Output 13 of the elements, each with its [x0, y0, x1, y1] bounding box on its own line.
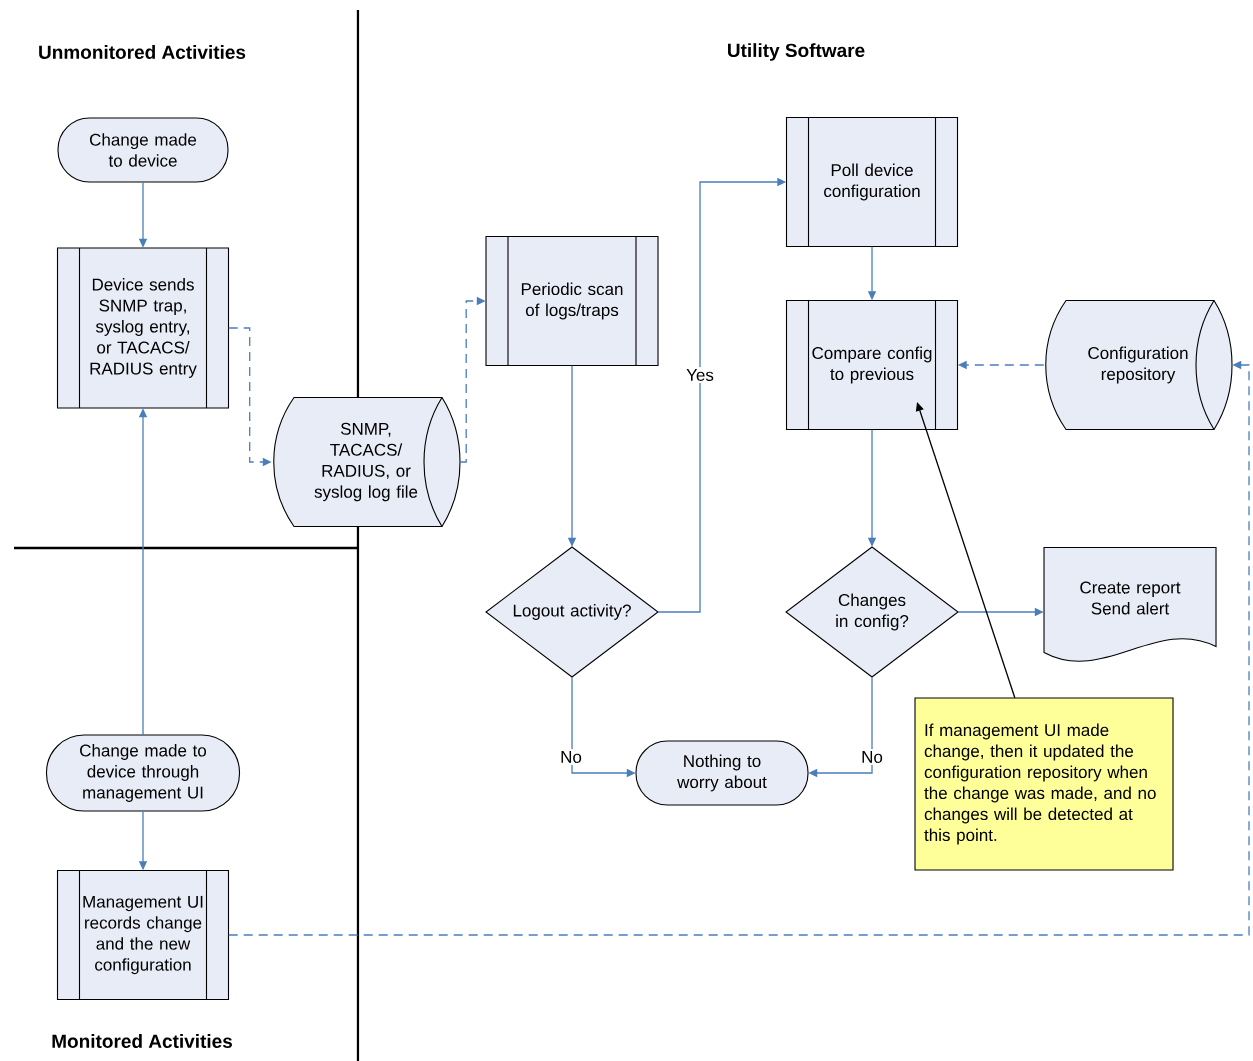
leader-line [915, 402, 1016, 699]
edge-label: No [859, 749, 885, 765]
edge-label: Yes [684, 367, 716, 383]
lane-heading: Monitored Activities [52, 1034, 232, 1048]
process-box: Device sends SNMP trap, syslog entry, or TACACS/ RADIUS entry [56, 247, 230, 409]
note-box: If management UI made change, then it updated the configuration repository when the change was made, and no changes will be detected at this point. [914, 697, 1174, 871]
lane-heading: Utility Software [728, 43, 865, 61]
process-box: Compare config to previous [785, 299, 959, 431]
process-box: Poll device configuration [785, 116, 959, 248]
lane-heading: Unmonitored Activities [39, 45, 246, 59]
process-box: Periodic scan of logs/traps [485, 235, 659, 367]
edge-label: No [558, 749, 584, 765]
process-box: Management UI records change and the new configuration [56, 869, 230, 1001]
